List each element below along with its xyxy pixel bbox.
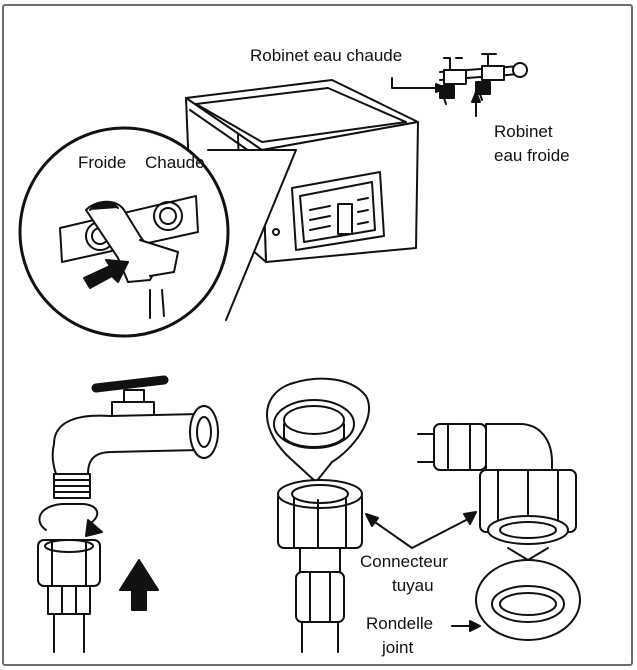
cold-inlet-label: Froide (78, 153, 127, 172)
wall-taps (439, 53, 528, 105)
connector-label-line1: Connecteur (360, 552, 448, 571)
hot-tap-arrowhead (435, 83, 447, 93)
hot-inlet-label: Chaude (145, 153, 205, 172)
cold-tap-arrowhead (471, 91, 481, 103)
hot-tap-label: Robinet eau chaude (250, 46, 403, 65)
washer-arrowhead (469, 620, 481, 632)
connector-arrowhead-left (365, 513, 379, 527)
up-arrow-icon (119, 559, 159, 611)
cold-tap-label-line2: eau froide (494, 146, 570, 165)
cold-tap-label-line1: Robinet (494, 122, 553, 141)
elbow-fitting (417, 423, 581, 641)
washer-label-line1: Rondelle (366, 614, 434, 633)
hot-tap-leader (391, 77, 437, 89)
connector-label-line2: tuyau (392, 576, 434, 595)
hose-connector (266, 377, 370, 653)
inlet-zoom-circle (18, 126, 297, 338)
tap-with-hose (37, 375, 219, 653)
connector-leader-lines (371, 517, 471, 549)
connector-arrowhead-right (463, 511, 477, 525)
washer-label-line2: joint (382, 638, 414, 657)
